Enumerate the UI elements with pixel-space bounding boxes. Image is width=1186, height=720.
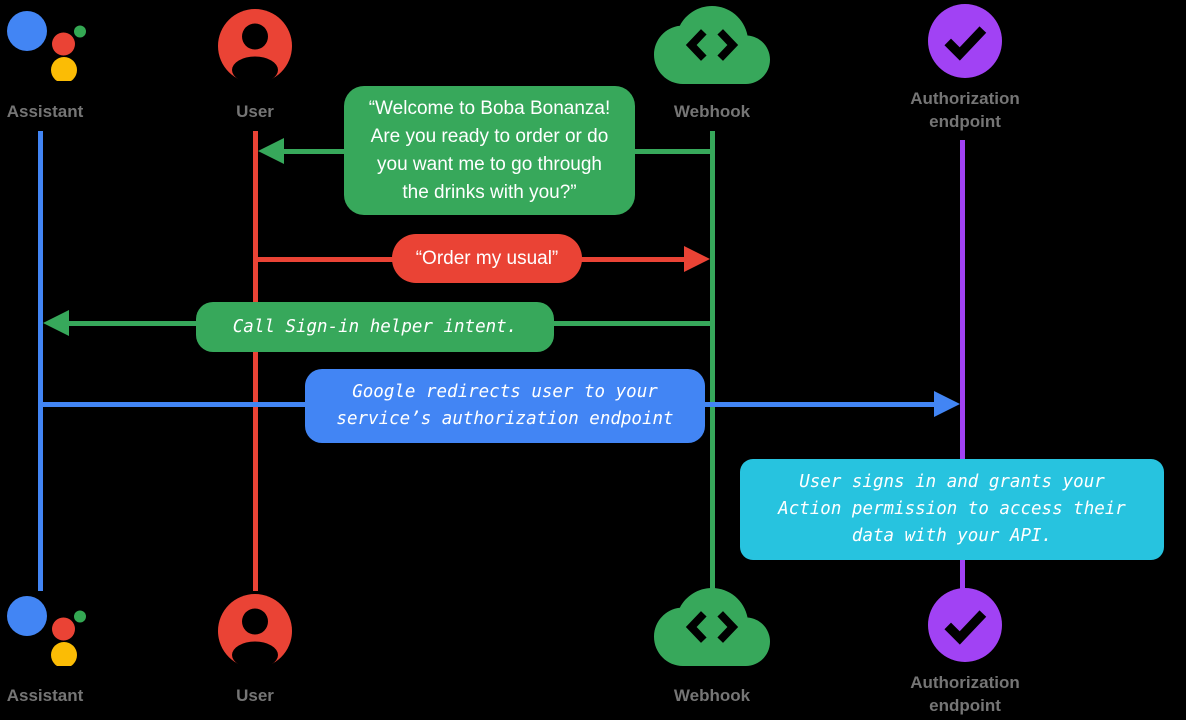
message-bubble-signin-helper: Call Sign-in helper intent. (196, 302, 554, 352)
actor-label-webhook-top: Webhook (673, 102, 751, 121)
actor-label-assistant-top: Assistant (6, 102, 84, 121)
assistant-lifeline (38, 131, 43, 591)
user-lifeline (253, 131, 258, 591)
note-bubble-user-signs-in: User signs in and grants your Action per… (740, 459, 1164, 560)
message-bubble-welcome: “Welcome to Boba Bonanza! Are you ready … (344, 86, 635, 215)
message-bubble-order: “Order my usual” (392, 234, 582, 283)
check-circle-icon (928, 588, 1002, 662)
actor-label-user-bottom: User (236, 686, 274, 705)
actor-label-assistant-bottom: Assistant (6, 686, 84, 705)
webhook-lifeline (710, 131, 715, 591)
google-assistant-icon (7, 11, 86, 81)
authorization-endpoint-lifeline (960, 140, 965, 591)
arrow-order-head-icon (684, 246, 710, 272)
actor-label-auth-top: Authorization endpoint (910, 89, 1020, 131)
actor-label-auth-bottom: Authorization endpoint (910, 673, 1020, 715)
google-assistant-icon (7, 596, 86, 666)
message-bubble-redirect: Google redirects user to your service’s … (305, 369, 705, 443)
cloud-code-icon (654, 588, 770, 666)
arrow-welcome-head-icon (258, 138, 284, 164)
cloud-code-icon (654, 6, 770, 84)
actor-label-user-top: User (236, 102, 274, 121)
arrow-signin-head-icon (43, 310, 69, 336)
arrow-redirect-head-icon (934, 391, 960, 417)
check-circle-icon (928, 4, 1002, 78)
actor-label-webhook-bottom: Webhook (673, 686, 751, 705)
person-icon (218, 594, 292, 668)
person-icon (218, 9, 292, 83)
